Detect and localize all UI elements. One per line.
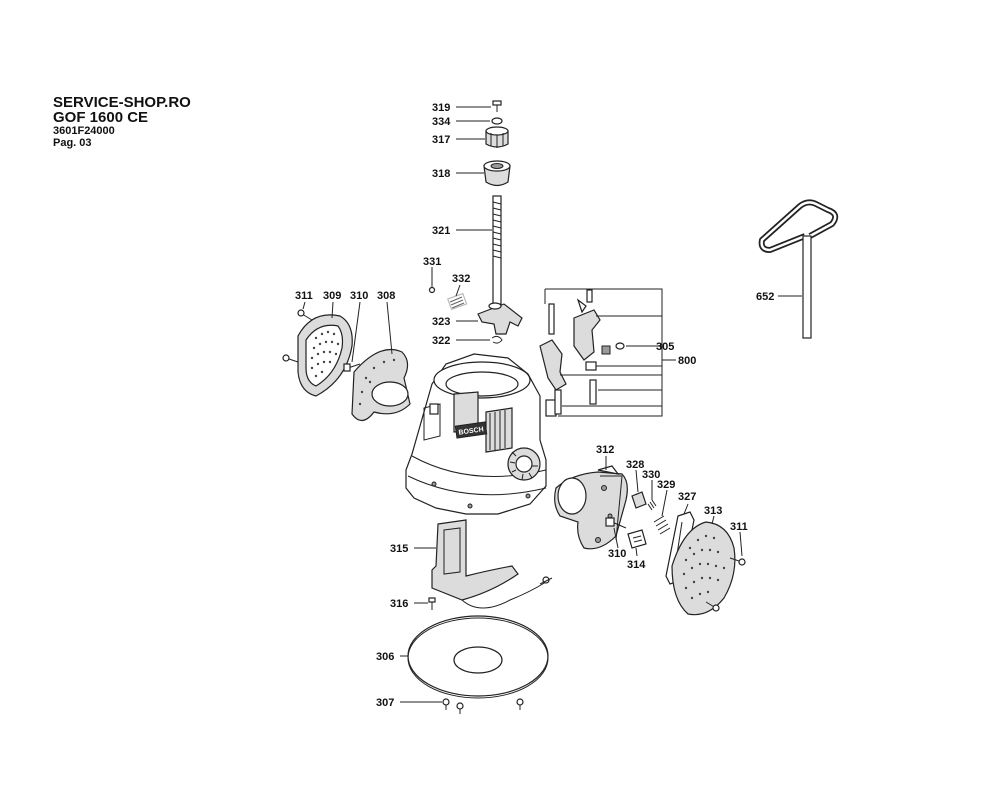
label-334: 334	[432, 116, 451, 128]
label-321: 321	[432, 225, 450, 237]
label-314: 314	[627, 559, 646, 571]
part-316-screw	[428, 597, 436, 610]
part-319-screw	[492, 100, 502, 112]
part-number: 3601F24000	[53, 125, 115, 137]
part-652-hex-key	[758, 199, 839, 339]
part-308-handle-grip-left	[351, 348, 411, 422]
label-315: 315	[390, 543, 408, 555]
label-330: 330	[642, 469, 660, 481]
part-317-knurled-nut	[485, 126, 509, 148]
part-311-screw-right-top	[729, 557, 746, 566]
document-header: SERVICE-SHOP.RO GOF 1600 CE 3601F24000 P…	[53, 95, 191, 149]
brand-logo: BOSCH	[458, 426, 484, 436]
part-323-depth-stop-bracket	[477, 302, 523, 335]
label-309: 309	[323, 290, 341, 302]
part-329-spring	[653, 515, 671, 535]
label-311-right: 311	[730, 521, 748, 533]
label-311-left: 311	[295, 290, 313, 302]
label-310-right: 310	[608, 548, 626, 560]
part-328-plunger	[631, 491, 647, 509]
label-312: 312	[596, 444, 614, 456]
part-331-ball	[428, 286, 436, 294]
label-306: 306	[376, 651, 394, 663]
label-318: 318	[432, 168, 450, 180]
label-329: 329	[657, 479, 675, 491]
label-308: 308	[377, 290, 395, 302]
part-332-spring	[447, 292, 468, 311]
page-number: Pag. 03	[53, 137, 92, 149]
label-307: 307	[376, 697, 394, 709]
label-313: 313	[704, 505, 722, 517]
part-309-handle-cover-left	[297, 314, 353, 397]
part-310-screw-right	[605, 517, 627, 529]
label-319: 319	[432, 102, 450, 114]
part-310-screw-left	[343, 363, 361, 372]
part-312-handle-housing-right	[554, 465, 628, 550]
site-title: SERVICE-SHOP.RO	[53, 94, 191, 111]
part-311-screw-left-bottom	[282, 354, 299, 363]
part-800-bracket-lines	[544, 288, 676, 417]
label-652: 652	[756, 291, 774, 303]
part-labels: 319 334 317 318 321 331 332 323 322 311 …	[295, 102, 774, 709]
part-318-sleeve	[483, 160, 511, 187]
part-321-threaded-rod	[492, 195, 502, 305]
label-328: 328	[626, 459, 644, 471]
part-330-spring-small	[647, 499, 657, 511]
part-322-circlip	[491, 335, 503, 344]
label-323: 323	[432, 316, 450, 328]
part-313-handle-cover-right	[671, 521, 736, 616]
router-base-housing: BOSCH	[405, 353, 557, 515]
part-306-base-plate	[407, 615, 549, 699]
label-800: 800	[678, 355, 696, 367]
part-307-screws	[442, 698, 524, 714]
model-title: GOF 1600 CE	[53, 109, 149, 126]
label-322: 322	[432, 335, 450, 347]
part-311-screw-left-top	[297, 309, 313, 321]
label-305: 305	[656, 341, 674, 353]
part-311-screw-right-bottom	[705, 601, 720, 612]
fine-adjustment-parts	[539, 289, 625, 415]
label-331: 331	[423, 256, 441, 268]
part-314-plate	[627, 529, 647, 549]
part-334-washer	[491, 117, 503, 125]
label-317: 317	[432, 134, 450, 146]
label-332: 332	[452, 273, 470, 285]
label-310-left: 310	[350, 290, 368, 302]
leader-lines	[302, 106, 802, 703]
label-316: 316	[390, 598, 408, 610]
label-327: 327	[678, 491, 696, 503]
part-315-dust-guide	[431, 519, 553, 609]
